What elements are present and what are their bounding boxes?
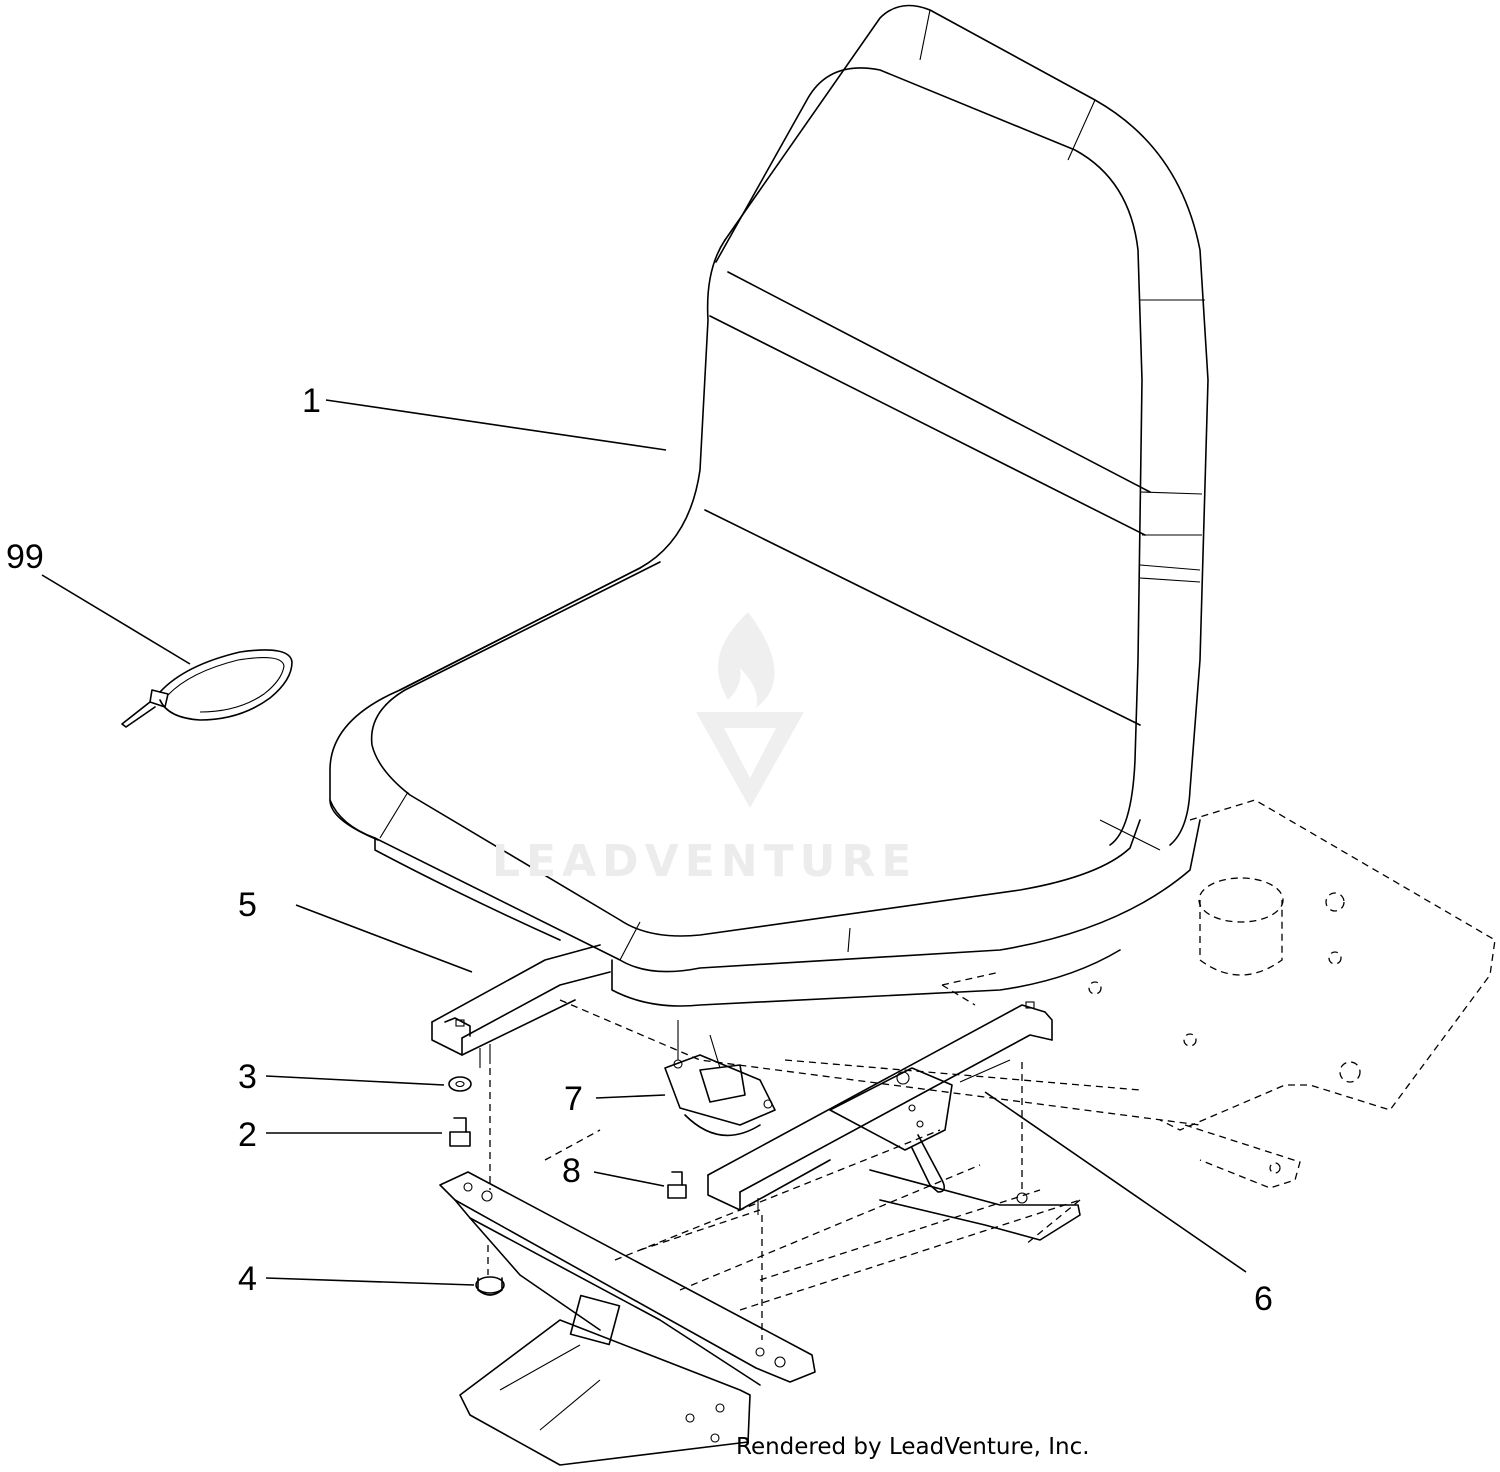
callout-7: 7 bbox=[564, 1080, 583, 1118]
callout-6: 6 bbox=[1254, 1280, 1273, 1318]
mounting-plate bbox=[941, 799, 1496, 1189]
seat-switch bbox=[664, 1020, 776, 1137]
callout-8: 8 bbox=[562, 1152, 581, 1190]
bolt bbox=[449, 1117, 471, 1147]
front-bracket bbox=[439, 1169, 1081, 1466]
leader-6 bbox=[984, 1091, 1247, 1273]
leader-1 bbox=[325, 399, 667, 451]
callout-3: 3 bbox=[238, 1058, 257, 1096]
right-slide-rail bbox=[707, 1001, 1053, 1215]
leader-7 bbox=[595, 1094, 666, 1099]
callout-5: 5 bbox=[238, 886, 257, 924]
leader-8 bbox=[593, 1171, 665, 1187]
leadventure-logo-watermark bbox=[696, 612, 804, 808]
flange-nut bbox=[475, 1276, 505, 1296]
leader-4 bbox=[265, 1277, 475, 1286]
callout-2: 2 bbox=[238, 1116, 257, 1154]
leader-lines bbox=[41, 399, 1247, 1286]
render-credit: Rendered by LeadVenture, Inc. bbox=[736, 1434, 1090, 1460]
leader-3 bbox=[265, 1075, 445, 1086]
lower-frame bbox=[487, 999, 1201, 1340]
cable-tie bbox=[121, 649, 293, 728]
left-slide-rail bbox=[431, 944, 611, 1068]
leadventure-watermark-text: LEADVENTURE bbox=[492, 836, 918, 887]
leader-99 bbox=[41, 574, 191, 665]
leader-5 bbox=[295, 904, 473, 973]
callout-1: 1 bbox=[302, 382, 321, 420]
washer bbox=[448, 1076, 472, 1092]
callout-99: 99 bbox=[6, 538, 44, 576]
callout-4: 4 bbox=[238, 1260, 257, 1298]
switch-screw bbox=[667, 1171, 687, 1199]
seat bbox=[329, 4, 1209, 1007]
